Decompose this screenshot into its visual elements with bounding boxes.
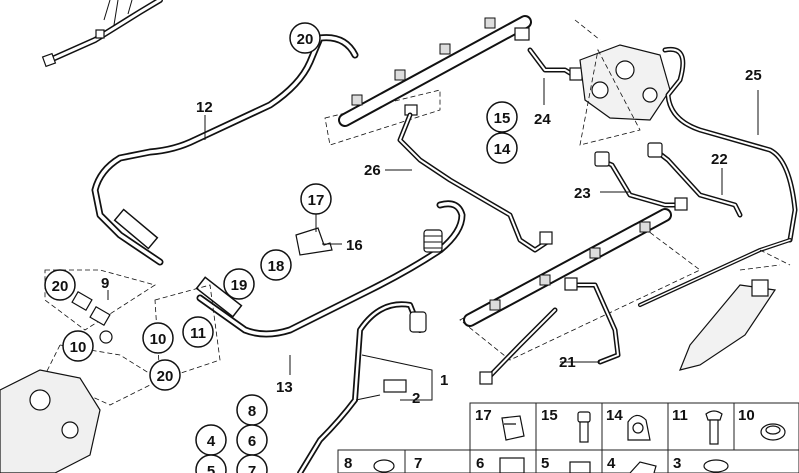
legend-6: 6: [476, 455, 484, 472]
plug-icon-6: [499, 457, 525, 473]
line-24: [527, 47, 583, 105]
high-pressure-pump-top: [574, 19, 798, 243]
upper-fuel-rail: [324, 15, 532, 146]
callout-circ-17: 17: [308, 192, 325, 209]
callout-circ-6: 6: [248, 433, 256, 450]
legend-14: 14: [606, 407, 623, 424]
seal-ring-icon: [760, 423, 786, 441]
callout-circ-18: 18: [268, 258, 285, 275]
parts-legend-grid: [337, 402, 799, 473]
legend-4: 4: [607, 455, 616, 472]
line-22-23: [594, 142, 743, 218]
callout-9: 9: [101, 275, 109, 292]
callout-circ-7: 7: [248, 463, 256, 473]
callout-12: 12: [196, 99, 213, 116]
callout-circ-20-bottom: 20: [157, 368, 174, 385]
line-26: [397, 112, 553, 253]
lower-fuel-rail: [459, 208, 701, 361]
callout-1: 1: [440, 372, 448, 389]
sensor-line-1-2: [297, 301, 433, 473]
legend-7: 7: [414, 455, 422, 472]
pump-body-bottom-left: [0, 369, 101, 473]
legend-10: 10: [738, 407, 755, 424]
callout-circ-5: 5: [207, 463, 215, 473]
bolt-icon-11: [705, 410, 723, 445]
hose-12: [91, 34, 359, 266]
callout-26: 26: [364, 162, 381, 179]
pipe-clamp-icon: [627, 414, 651, 441]
callout-circ-10-right: 10: [150, 331, 167, 348]
callout-2: 2: [412, 390, 420, 407]
callout-circ-4: 4: [207, 433, 216, 450]
legend-17: 17: [475, 407, 492, 424]
fitting-icon-5: [569, 461, 591, 473]
line-25-injector: [638, 238, 792, 371]
legend-3: 3: [673, 455, 681, 472]
callout-circ-20-left: 20: [52, 278, 69, 295]
callout-circ-11: 11: [190, 325, 206, 342]
legend-8: 8: [344, 455, 352, 472]
callout-circ-20-top: 20: [297, 31, 314, 48]
callout-21: 21: [559, 354, 576, 371]
callout-23: 23: [574, 185, 591, 202]
connector-icon-4: [629, 461, 657, 473]
callout-22: 22: [711, 151, 728, 168]
callout-circ-15: 15: [494, 110, 511, 127]
legend-5: 5: [541, 455, 549, 472]
bolt-icon-15: [577, 411, 591, 443]
callout-25: 25: [745, 67, 762, 84]
callout-16: 16: [346, 237, 363, 254]
callout-circ-8: 8: [248, 403, 256, 420]
circled-callouts: [44, 22, 518, 473]
callout-13: 13: [276, 379, 293, 396]
legend-11: 11: [672, 407, 688, 424]
callout-circ-10-left: 10: [70, 339, 87, 356]
bracket-16: [295, 227, 342, 256]
line-21: [479, 277, 621, 385]
small-parts-9-10: [44, 269, 221, 406]
callout-circ-14: 14: [494, 141, 511, 158]
top-left-rail-fragment: [41, 0, 163, 68]
hose-clamp-icon-3: [703, 459, 729, 473]
callout-circ-19: 19: [231, 277, 248, 294]
leader-lines: [107, 90, 759, 375]
clip-icon: [501, 415, 525, 441]
hose-13: [195, 200, 466, 338]
callout-24: 24: [534, 111, 551, 128]
cap-icon: [373, 459, 395, 473]
legend-number-labels: 17 15 14 11 10 8 7 6 5 4 3: [344, 407, 755, 472]
legend-15: 15: [541, 407, 558, 424]
